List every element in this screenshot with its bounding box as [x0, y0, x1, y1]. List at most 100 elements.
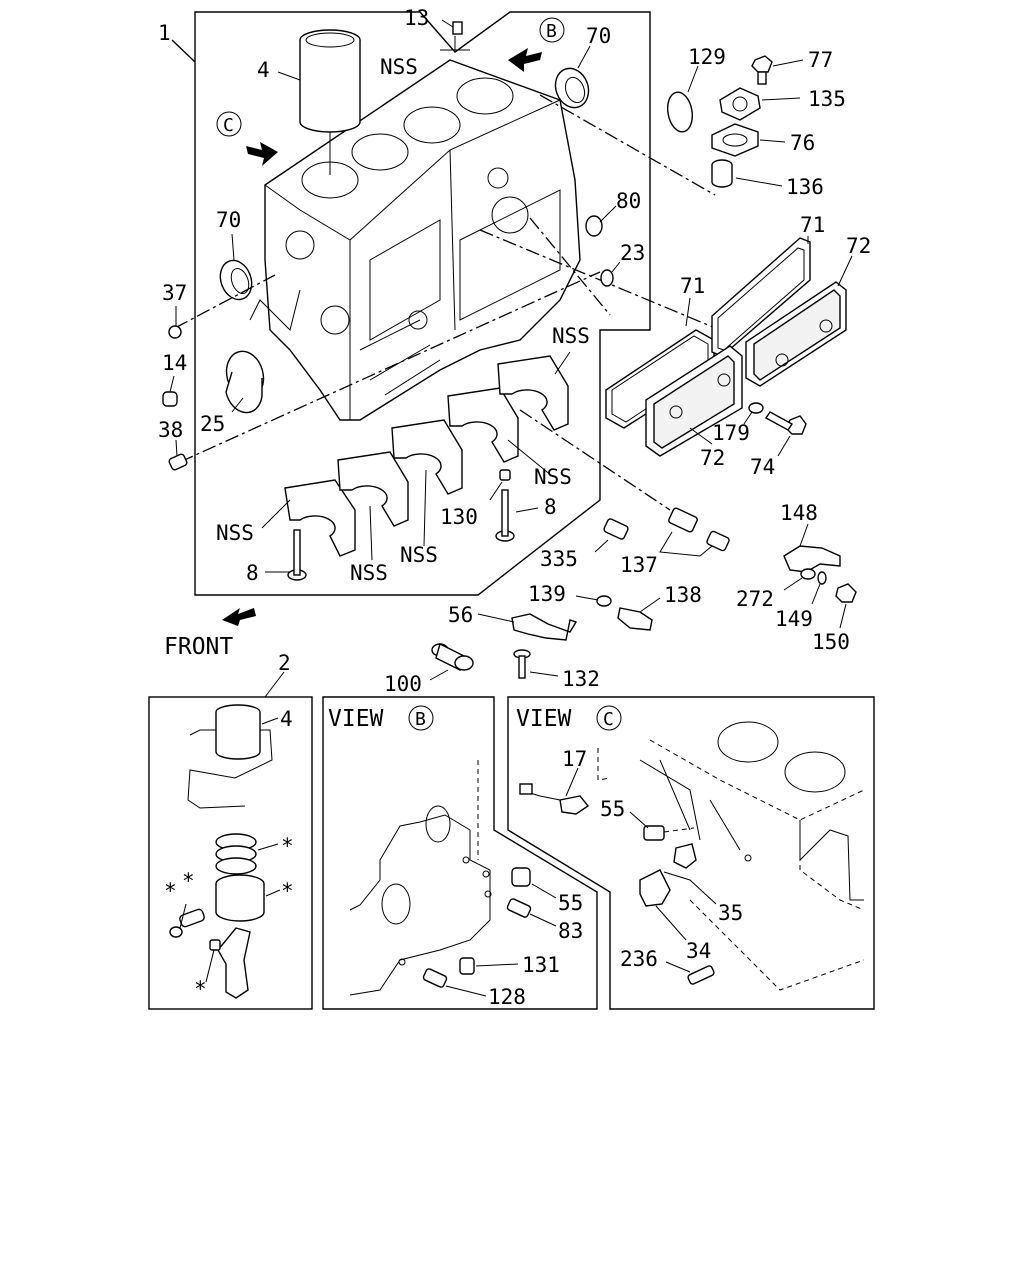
part-37-plug [168, 325, 182, 339]
label-star-3: * [164, 879, 177, 903]
label-35: 35 [718, 901, 743, 925]
label-139: 139 [528, 582, 566, 606]
label-150: 150 [812, 630, 850, 654]
label-star-2: * [281, 879, 294, 903]
label-148: 148 [780, 501, 818, 525]
bushing-25 [225, 350, 265, 414]
front-arrow [222, 608, 256, 626]
cylinder-block-assembly-frame [171, 11, 651, 596]
label-135: 135 [808, 87, 846, 111]
side-cover-72-right [745, 255, 853, 387]
label-55-view-c: 55 [600, 797, 625, 821]
label-nss-bottom-1: NSS [350, 561, 388, 585]
panel-view-b [322, 696, 598, 1010]
cover-plate-129 [666, 65, 699, 133]
label-179: 179 [712, 421, 750, 445]
label-13: 13 [404, 6, 429, 30]
washer-272 [800, 568, 816, 580]
label-34: 34 [686, 939, 711, 963]
washer-179 [743, 402, 764, 425]
bracket-56 [477, 613, 578, 641]
label-2: 2 [278, 651, 291, 675]
label-1: 1 [158, 21, 171, 45]
label-37: 37 [162, 281, 187, 305]
bearing-cap-3 [391, 419, 463, 547]
part-38-pin [168, 453, 188, 471]
label-view-c-letter: C [603, 709, 614, 730]
bolt-77 [751, 55, 804, 85]
label-138: 138 [664, 583, 702, 607]
sensor-138 [617, 597, 661, 631]
bearing-cap-2 [337, 451, 409, 561]
label-nss-bottom-2: NSS [400, 543, 438, 567]
label-100: 100 [384, 672, 422, 696]
bracket-148 [783, 523, 841, 573]
label-70-left: 70 [216, 208, 241, 232]
plug-130 [489, 469, 511, 501]
label-star-5: * [194, 977, 207, 1001]
cylinder-block [249, 59, 581, 421]
label-76: 76 [790, 131, 815, 155]
view-c-arrow [216, 111, 278, 166]
label-8-left: 8 [246, 561, 259, 585]
bearing-cap-4 [447, 387, 553, 477]
label-74: 74 [750, 455, 775, 479]
label-view-b-letter: B [415, 709, 426, 730]
label-71-left: 71 [680, 274, 705, 298]
bearing-cap-1 [261, 479, 356, 557]
label-view-c: VIEW [516, 706, 572, 732]
seal-70-left [219, 233, 253, 301]
gasket-76 [711, 123, 786, 157]
label-view-c-marker: C [223, 115, 234, 136]
cap-bolt-8-left [265, 529, 307, 581]
label-4-panel: 4 [280, 707, 293, 731]
panel-piston-kit [148, 671, 313, 1010]
label-137: 137 [620, 553, 658, 577]
label-236: 236 [620, 947, 658, 971]
label-view-b-marker: B [546, 21, 557, 42]
label-77: 77 [808, 48, 833, 72]
label-4: 4 [257, 58, 270, 82]
label-front: FRONT [164, 634, 233, 660]
bolt-132 [513, 649, 559, 679]
label-nss-mid: NSS [534, 465, 572, 489]
cylinder-liner [277, 29, 361, 175]
flange-135 [719, 87, 801, 121]
label-38: 38 [158, 418, 183, 442]
label-129: 129 [688, 45, 726, 69]
plug-335 [594, 518, 629, 553]
label-56: 56 [448, 603, 473, 627]
bearing-cap-5 [497, 351, 571, 431]
label-72-right: 72 [846, 234, 871, 258]
label-70-top: 70 [586, 24, 611, 48]
ring-23 [600, 261, 621, 287]
label-55-view-b: 55 [558, 891, 583, 915]
label-131: 131 [522, 953, 560, 977]
label-128: 128 [488, 985, 526, 1009]
label-23: 23 [620, 241, 645, 265]
side-cover-71-right [711, 236, 811, 357]
fitting-137 [659, 507, 730, 557]
bolt-150 [835, 583, 857, 629]
washer-149 [817, 571, 827, 585]
label-14: 14 [162, 351, 187, 375]
callout-labels: 1 13 4 NSS B 70 C 70 37 14 25 38 129 77 … [158, 6, 871, 1009]
label-272: 272 [736, 587, 774, 611]
panel-view-c [507, 696, 875, 1010]
washer-139 [596, 595, 612, 607]
label-star-4: * [182, 869, 195, 893]
label-nss-left: NSS [216, 521, 254, 545]
label-nss-top: NSS [380, 55, 418, 79]
label-130: 130 [440, 505, 478, 529]
bolt-74 [764, 411, 807, 457]
fitting-100 [429, 642, 474, 681]
seal-80 [585, 205, 617, 237]
label-8-right: 8 [544, 495, 557, 519]
label-149: 149 [775, 607, 813, 631]
label-star-1: * [281, 834, 294, 858]
part-13-plug [452, 21, 463, 35]
part-14-plug [162, 391, 178, 407]
label-17: 17 [562, 747, 587, 771]
label-136: 136 [786, 175, 824, 199]
